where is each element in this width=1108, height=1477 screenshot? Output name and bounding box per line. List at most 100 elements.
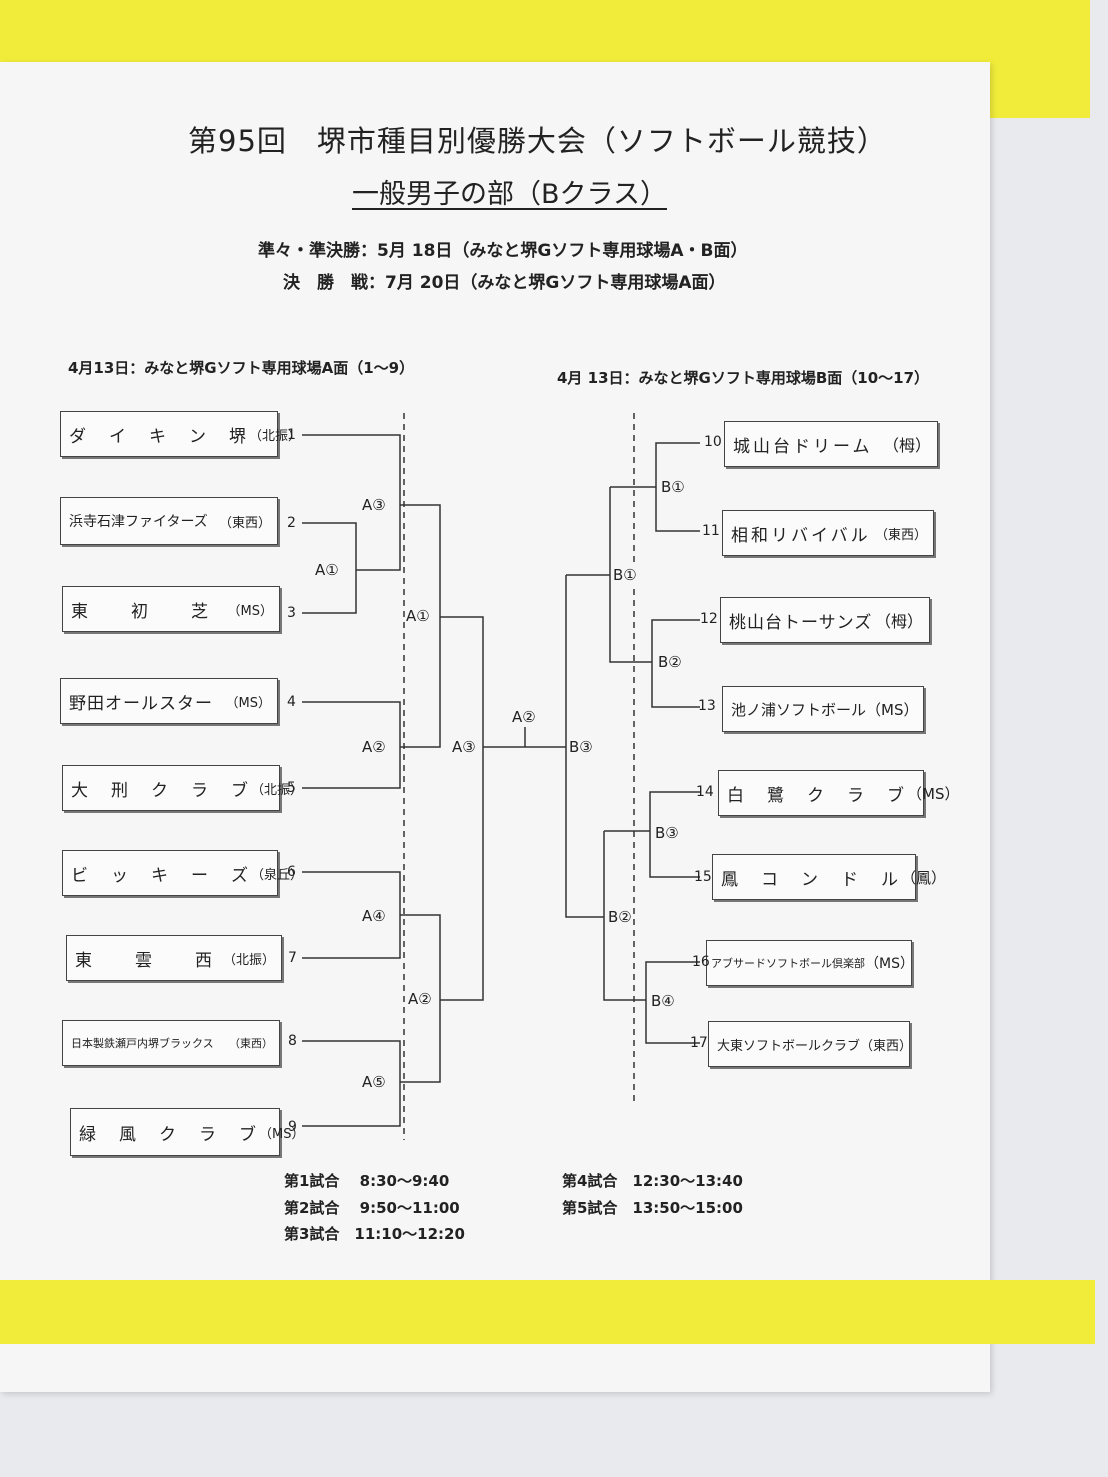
team-affiliation: （北振） [251, 782, 304, 798]
schedule-final: 決 勝 戦：7月 20日（みなと堺Gソフト専用球場A面） [283, 273, 726, 293]
team-affiliation: （東西） [874, 527, 927, 543]
game-time-2: 第2試合 9:50〜11:00 [284, 1199, 460, 1217]
team-number: 2 [287, 515, 296, 531]
match-label: A② [362, 738, 386, 756]
line-a3r3 [440, 616, 484, 1001]
game-time-5: 第5試合 13:50〜15:00 [562, 1199, 743, 1217]
team-card: 東 雲 西 （北振） [66, 935, 282, 981]
team-card: ビ ッ キ ー ズ（泉丘） [62, 850, 303, 896]
team-name: 相和リバイバル [731, 525, 871, 546]
team-affiliation: （MS） [865, 956, 914, 972]
line-t1 [302, 434, 401, 571]
team-affiliation: （MS） [259, 1126, 305, 1142]
line-t14-t15 [649, 791, 700, 878]
game-time-3: 第3試合 11:10〜12:20 [284, 1225, 465, 1243]
team-number: 4 [287, 694, 296, 710]
line-a1r2 [400, 504, 441, 748]
team-affiliation: （東西） [860, 1038, 913, 1054]
team-card: 鳳 コ ン ド ル（鳳） [712, 854, 946, 900]
page-title: 第95回 堺市種目別優勝大会（ソフトボール競技） [188, 124, 887, 158]
page-subtitle: 一般男子の部（Bクラス） [352, 179, 667, 210]
team-number: 17 [690, 1035, 708, 1051]
team-number: 3 [287, 605, 296, 621]
match-label: A② [408, 990, 432, 1008]
team-name: 城山台ドリーム [733, 436, 873, 457]
team-name: 東 雲 西 [75, 950, 215, 971]
team-name: 日本製鉄瀬戸内堺ブラックス [71, 1037, 214, 1050]
match-label: B② [608, 908, 632, 926]
line-b1r2 [609, 487, 652, 663]
match-label: A① [406, 607, 430, 625]
match-label: B③ [655, 824, 679, 842]
match-label: A③ [362, 496, 386, 514]
team-name: アブサードソフトボール倶楽部 [711, 957, 865, 970]
left-day-header: 4月13日：みなと堺Gソフト専用球場A面（1〜9） [68, 359, 415, 377]
team-name: 鳳 コ ン ド ル [721, 869, 901, 890]
team-card: 浜寺石津ファイターズ （東西） [60, 497, 278, 545]
team-affiliation: （MS） [866, 700, 919, 719]
game-time-4: 第4試合 12:30〜13:40 [562, 1172, 743, 1190]
team-name: 東 初 芝 [71, 601, 211, 622]
match-label: A③ [452, 738, 476, 756]
match-label: B① [613, 566, 637, 584]
team-number: 9 [288, 1119, 297, 1135]
team-name: ビ ッ キ ー ズ [71, 865, 251, 886]
team-number: 13 [698, 698, 716, 714]
right-day-header: 4月 13日：みなと堺Gソフト専用球場B面（10〜17） [557, 369, 930, 387]
match-label: B① [661, 478, 685, 496]
team-card: 東 初 芝 （MS） [62, 586, 280, 632]
team-affiliation: （MS） [227, 603, 273, 619]
team-affiliation: （鳳） [901, 868, 947, 887]
line-t10-t11 [655, 442, 700, 532]
line-t8-t9 [302, 1040, 401, 1127]
team-number: 10 [704, 434, 722, 450]
team-name: 大東ソフトボールクラブ [717, 1038, 861, 1054]
line-b3r3 [565, 575, 604, 918]
match-label: B④ [651, 992, 675, 1010]
team-card: 桃山台トーサンズ（栂） [720, 597, 930, 643]
team-name: 大 刑 ク ラ ブ [71, 780, 251, 801]
match-label: A⑤ [362, 1073, 386, 1091]
team-card: 大東ソフトボールクラブ（東西） [708, 1021, 912, 1067]
team-card: ダ イ キ ン 堺（北振） [60, 411, 301, 457]
team-card: アブサードソフトボール倶楽部（MS） [706, 940, 914, 986]
team-card: 城山台ドリーム（栂） [724, 421, 938, 467]
schedule-semi: 準々・準決勝：5月 18日（みなと堺Gソフト専用球場A・B面） [258, 241, 748, 261]
match-label: B② [658, 653, 682, 671]
team-number: 1 [287, 427, 296, 443]
team-card: 日本製鉄瀬戸内堺ブラックス （東西） [62, 1020, 280, 1066]
team-name: 緑 風 ク ラ ブ [79, 1124, 259, 1145]
line-b2r2 [603, 831, 646, 1001]
line-t4-t5 [302, 701, 401, 789]
match-label: A④ [362, 907, 386, 925]
team-name: ダ イ キ ン 堺 [69, 426, 249, 447]
team-affiliation: （栂） [874, 612, 923, 631]
line-t16-t17 [645, 961, 700, 1044]
team-card: 緑 風 ク ラ ブ（MS） [70, 1108, 304, 1156]
line-t12-t13 [651, 619, 700, 708]
team-affiliation: （東西） [218, 515, 271, 531]
team-card: 相和リバイバル（東西） [722, 510, 934, 556]
team-number: 11 [702, 523, 720, 539]
match-label: A① [315, 561, 339, 579]
team-card: 白 鷺 ク ラ ブ（MS） [718, 770, 959, 816]
team-name: 浜寺石津ファイターズ [69, 514, 208, 530]
team-number: 12 [700, 611, 718, 627]
team-affiliation: （東西） [229, 1037, 273, 1050]
team-affiliation: （北振） [222, 952, 275, 968]
team-number: 16 [692, 954, 710, 970]
team-card: 大 刑 ク ラ ブ（北振） [62, 765, 303, 811]
match-label: B③ [569, 738, 593, 756]
team-number: 15 [694, 869, 712, 885]
team-affiliation: （MS） [225, 695, 271, 711]
team-number: 8 [288, 1033, 297, 1049]
line-t2-t3 [302, 522, 357, 614]
team-number: 14 [696, 784, 714, 800]
team-number: 5 [287, 780, 296, 796]
game-time-1: 第1試合 8:30〜9:40 [284, 1172, 450, 1190]
team-name: 桃山台トーサンズ [729, 612, 873, 633]
team-number: 6 [287, 864, 296, 880]
team-number: 7 [288, 950, 297, 966]
team-affiliation: （北振） [249, 428, 302, 444]
